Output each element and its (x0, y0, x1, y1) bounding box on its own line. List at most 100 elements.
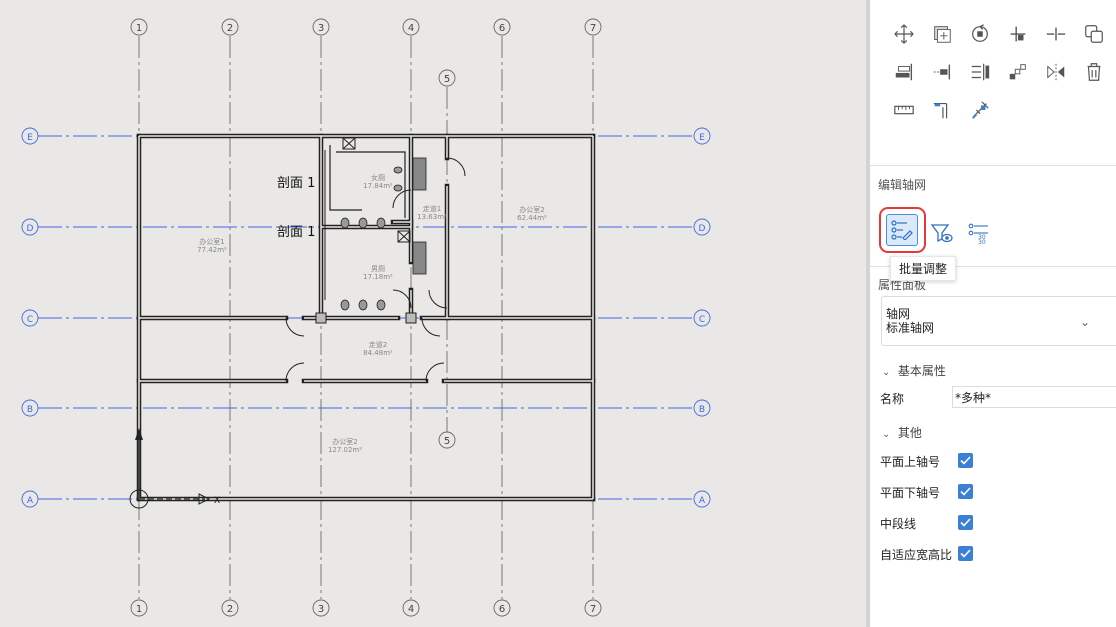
axis-bubble (693, 399, 711, 417)
axis-number: 6 (499, 604, 505, 615)
mid-line-checkbox[interactable] (958, 515, 973, 530)
rotate-button[interactable] (968, 22, 992, 46)
axis-bubble (312, 18, 330, 36)
toilet (358, 299, 368, 311)
room-area: 17.84m² (363, 182, 393, 190)
axis-bubble (402, 18, 420, 36)
filter-eye-icon (930, 224, 953, 243)
copy-button[interactable] (930, 22, 954, 46)
door-swing (446, 157, 466, 177)
edit-axis-title: 编辑轴网 (878, 178, 927, 192)
axis-number: 7 (590, 604, 596, 615)
ucs-x-label: X (214, 496, 220, 506)
axis-bubble (221, 599, 239, 617)
axis-number: 4 (408, 23, 414, 34)
column (405, 312, 417, 324)
adaptive-ratio-checkbox[interactable] (958, 546, 973, 561)
axis-numbering-button[interactable]: 30 30 (967, 221, 991, 245)
panel-splitter[interactable] (866, 0, 870, 627)
axis-number: 5 (444, 436, 450, 447)
split-button[interactable] (1044, 22, 1068, 46)
element-type-selector[interactable]: 轴网 标准轴网 ⌄ (881, 296, 1116, 346)
check-icon (960, 549, 971, 558)
axis-bubble (21, 399, 39, 417)
toilet (358, 217, 368, 229)
chevron-down-icon: ⌄ (882, 367, 891, 378)
svg-text:30: 30 (978, 239, 986, 245)
room-area: 62.44m² (517, 214, 547, 222)
move-button[interactable] (892, 22, 916, 46)
batch-adjust-button[interactable] (886, 214, 918, 246)
basic-props-group[interactable]: ⌄ 基本属性 (882, 362, 946, 379)
axis-bubble (438, 69, 456, 87)
axis-number: 5 (444, 74, 450, 85)
axis-number: 6 (499, 23, 505, 34)
room-area: 77.42m² (197, 246, 227, 254)
separator (870, 266, 1116, 267)
dim-edit-icon (933, 102, 948, 119)
delete-icon (1087, 63, 1101, 81)
room-labels: 女厕17.84m²走道113.63m²办公室262.44m²办公室177.42m… (197, 173, 547, 454)
copy-icon (934, 26, 951, 43)
filter-axis-button[interactable] (930, 221, 954, 245)
toilet (376, 299, 386, 311)
svg-text:30: 30 (978, 234, 986, 241)
axis-number: 4 (408, 604, 414, 615)
dim-edit-button[interactable] (930, 98, 954, 122)
room-name: 走道2 (369, 340, 387, 349)
offset-icon (1085, 25, 1103, 43)
bottom-axis-label: 平面下轴号 (880, 486, 941, 500)
pattern-icon (1009, 64, 1026, 80)
basic-props-label: 基本属性 (897, 364, 946, 378)
axis-number: 3 (318, 23, 324, 34)
walls (136, 133, 596, 502)
pin-button[interactable] (968, 98, 992, 122)
delete-button[interactable] (1082, 60, 1106, 84)
split-icon (1046, 27, 1066, 41)
room-area: 84.48m² (363, 349, 393, 357)
room-name: 办公室2 (332, 437, 357, 446)
axis-letter: D (27, 224, 34, 234)
partition (336, 151, 406, 218)
axis-letter: C (27, 315, 33, 325)
door-swing (285, 362, 305, 382)
extend-button[interactable] (930, 60, 954, 84)
partition (329, 145, 362, 211)
axis-number: 7 (590, 23, 596, 34)
door-swing (425, 362, 445, 382)
shaft (397, 230, 411, 243)
shaft (342, 137, 356, 150)
top-axis-checkbox[interactable] (958, 453, 973, 468)
mirror-button[interactable] (1044, 60, 1068, 84)
properties-title: 属性面板 (878, 278, 927, 292)
chevron-down-icon: ⌄ (882, 429, 891, 440)
sink-counter (412, 157, 427, 191)
name-field[interactable] (952, 386, 1116, 408)
pin-icon (972, 101, 989, 119)
bottom-axis-checkbox[interactable] (958, 484, 973, 499)
other-props-group[interactable]: ⌄ 其他 (882, 424, 922, 441)
offset-button[interactable] (1082, 22, 1106, 46)
array-button[interactable] (968, 60, 992, 84)
check-icon (960, 487, 971, 496)
column (315, 312, 327, 324)
axis-bubble (21, 490, 39, 508)
axis-letter: A (699, 496, 706, 506)
toilet (376, 217, 386, 229)
check-icon (960, 456, 971, 465)
axis-bubble (693, 309, 711, 327)
mid-line-label: 中段线 (880, 517, 917, 531)
trim-button[interactable] (1006, 22, 1030, 46)
pattern-button[interactable] (1006, 60, 1030, 84)
axis-bubble (402, 599, 420, 617)
axis-number: 3 (318, 604, 324, 615)
room-area: 17.18m² (363, 273, 393, 281)
trim-icon (1010, 26, 1026, 42)
room-name: 女厕 (371, 173, 385, 182)
properties-sidebar: 编辑轴网 30 30 批量调整 属性面板 轴 (870, 0, 1116, 627)
align-button[interactable] (892, 60, 916, 84)
measure-button[interactable] (892, 98, 916, 122)
axis-letter: D (699, 224, 706, 234)
